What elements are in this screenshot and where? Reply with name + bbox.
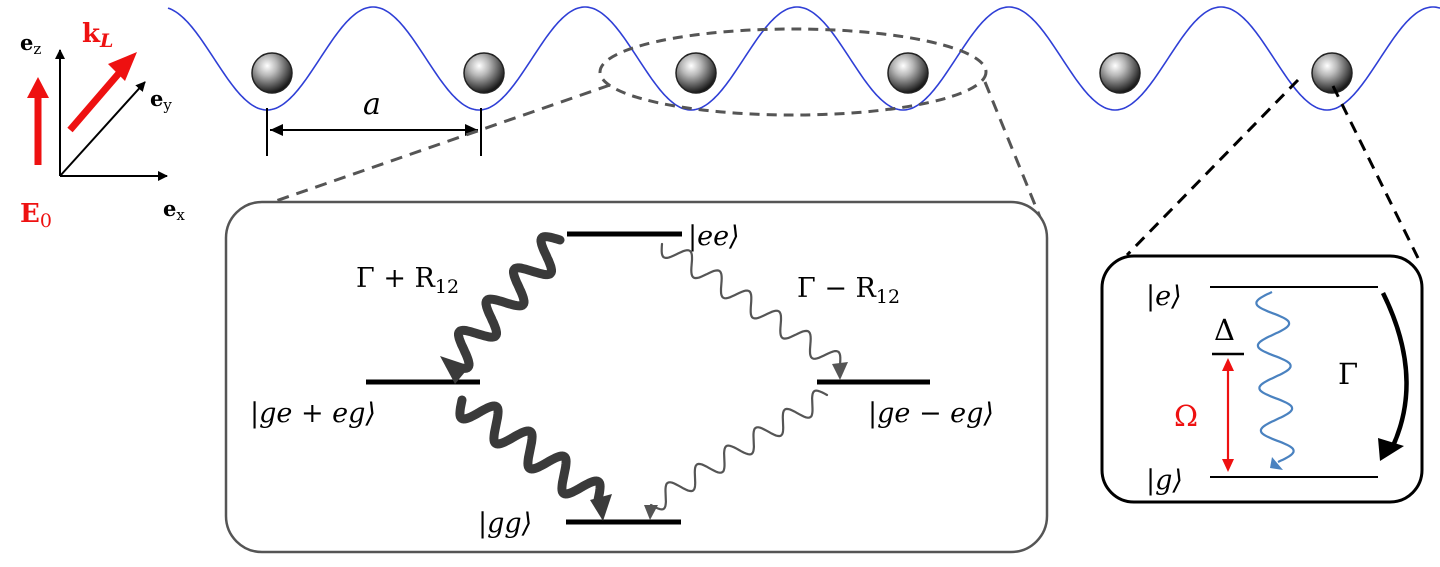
- level-gg-label: |gg⟩: [478, 508, 532, 539]
- subradiant-decay-upper: [660, 242, 842, 367]
- kl-arrow-head: [108, 52, 137, 81]
- level-minus-label: |ge − eg⟩: [868, 398, 994, 429]
- subradiant-decay-lower: [649, 389, 829, 511]
- photon-arrowhead: [1270, 457, 1283, 470]
- pair-highlight-ellipse: [598, 27, 988, 117]
- coordinate-axes: ez ey ex E0 kL: [20, 19, 185, 232]
- subradiant-arrowhead-upper: [832, 362, 848, 380]
- ez-label: ez: [20, 30, 41, 58]
- zoom-line-atom-right: [1331, 85, 1420, 259]
- decay-label: Γ: [1338, 357, 1358, 391]
- superradiant-decay-lower: [455, 395, 605, 505]
- photon-wavy-arrow: [1255, 291, 1295, 463]
- ex-label: ex: [163, 196, 185, 224]
- atom: [675, 52, 717, 94]
- ey-axis: [59, 81, 146, 177]
- detuning-label: Δ: [1214, 313, 1235, 347]
- zoom-line-left: [269, 83, 611, 205]
- rate-plus-label: Γ + R12: [356, 263, 459, 298]
- lattice-spacing: a: [266, 87, 482, 156]
- zoom-line-atom-left: [1125, 78, 1300, 257]
- rabi-arrowhead-down: [1222, 459, 1234, 472]
- pair-state-box: [224, 200, 1049, 554]
- level-ee-label: |ee⟩: [688, 221, 740, 252]
- spacing-label: a: [363, 87, 381, 122]
- level-plus-label: |ge + eg⟩: [250, 398, 376, 429]
- e0-label: E0: [20, 199, 52, 232]
- kl-arrow-shaft: [67, 69, 123, 133]
- atom: [887, 52, 929, 94]
- single-atom-box: [1100, 254, 1424, 504]
- rabi-label: Ω: [1174, 399, 1198, 433]
- superradiant-arrowhead-lower: [590, 494, 612, 521]
- atoms-row: [251, 52, 1353, 94]
- superradiant-decay-upper: [445, 232, 565, 373]
- decay-arrowhead: [1378, 438, 1404, 461]
- decay-arrow: [1380, 292, 1409, 449]
- atom: [1099, 52, 1141, 94]
- atom: [463, 52, 505, 94]
- level-g-label: |g⟩: [1146, 465, 1183, 496]
- single-atom-diagram: |e⟩ |g⟩ Δ Ω Γ: [1146, 281, 1409, 496]
- rate-minus-label: Γ − R12: [797, 273, 900, 308]
- atom: [1311, 52, 1353, 94]
- e0-arrow-head: [27, 77, 49, 98]
- kl-label: kL: [82, 19, 113, 52]
- ey-label: ey: [150, 86, 172, 114]
- subradiant-arrowhead-lower: [644, 505, 658, 520]
- zoom-line-right: [983, 81, 1044, 223]
- atom: [251, 52, 293, 94]
- level-e-label: |e⟩: [1146, 281, 1182, 312]
- lattice-potential: [167, 6, 1440, 111]
- pair-level-diagram: |ee⟩ |ge + eg⟩ |ge − eg⟩ |gg⟩ Γ + R12 Γ …: [250, 221, 994, 539]
- superradiant-arrowhead-upper: [440, 356, 470, 384]
- rabi-arrowhead-up: [1222, 358, 1234, 371]
- spacing-arrowhead-left: [270, 124, 283, 136]
